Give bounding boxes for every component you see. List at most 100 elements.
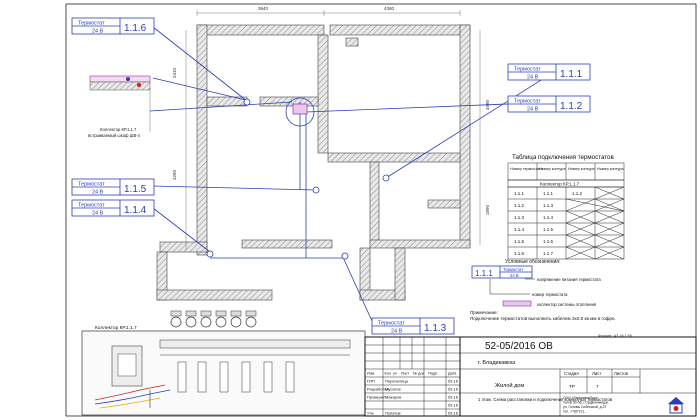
thermostat-label-1-1-6: Термостат 24 В 1.1.6 [71,17,155,35]
note-title: Примечание: [470,310,498,315]
svg-text:Термостат: Термостат [503,267,523,272]
svg-text:1.1.4: 1.1.4 [514,227,525,232]
thermostat-marker [206,250,214,258]
svg-text:Попатов: Попатов [385,411,401,416]
svg-text:Листов: Листов [614,371,629,376]
drawing-code: 52-05/2016 ОВ [485,341,553,352]
dim-top-left: 3840 [258,6,269,11]
svg-text:Лист: Лист [592,371,601,376]
thermostat-title: Термостат [514,99,541,105]
dim-top-right: 4380 [384,6,395,11]
city: г. Владикавказ [478,360,516,366]
thermostat-voltage: 24 В [527,107,539,113]
wiring-diagram: Коллектор КР.1.1.7 [81,310,366,416]
svg-text:24 В: 24 В [510,273,519,278]
thermostat-id: 1.1.3 [424,323,447,334]
thermostat-markers [206,98,390,260]
table-title: Таблица подключения термостатов [512,154,614,161]
collector-detail [89,75,151,132]
thermostat-title: Термостат [78,182,105,188]
svg-text:Утв.: Утв. [367,411,375,416]
floor-plan [156,24,471,301]
thermostat-title: Термостат [78,21,105,27]
thermostat-voltage: 24 В [527,75,539,81]
svg-text:05.16: 05.16 [448,403,459,408]
svg-text:1.1.5: 1.1.5 [514,239,525,244]
object-name: Жилой дом [495,382,524,389]
thermostat-marker [312,186,320,194]
dimension-lines [185,10,481,250]
svg-text:Перепелица: Перепелица [385,379,409,384]
thermostat-marker [341,252,349,260]
svg-text:Номер термостата: Номер термостата [510,167,544,171]
title-block: 52-05/2016 ОВ г. Владикавказ Жилой дом 1… [364,336,697,417]
collector-note-line1: Коллектор КР.1.1.7 [100,127,137,132]
thermostat-id: 1.1.1 [560,69,583,80]
wiring [149,26,558,322]
legend: Условные обозначения: 1.1.1 Термостат 24… [471,259,601,307]
format-label: Формат: А3, М 1:50 [598,334,632,338]
thermostat-title: Термостат [78,203,105,209]
wiring-label: Коллектор КР.1.1.7 [95,325,137,331]
svg-text:ООО «ТермоинжПро»: ООО «ТермоинжПро» [563,396,598,400]
svg-text:1.1.5: 1.1.5 [543,227,554,232]
svg-text:Номер контура: Номер контура [539,167,566,171]
svg-text:1.1.1: 1.1.1 [543,191,554,196]
thermostat-id: 1.1.2 [560,101,583,112]
valve-head-icon [215,316,227,328]
legend-item-number: номер термостата [532,292,568,297]
thermostat-id: 1.1.4 [124,205,147,216]
legend-sample-id: 1.1.1 [475,269,493,278]
valve-head-icon [200,316,212,328]
valve-head-icon [185,316,197,328]
thermostat-marker [243,98,251,106]
svg-text:Кол. уч: Кол. уч [385,372,397,376]
svg-text:Стадия: Стадия [564,371,579,376]
svg-text:1.1.2: 1.1.2 [514,203,525,208]
svg-text:ул. Головы Собесской, д.37: ул. Головы Собесской, д.37 [563,405,606,409]
svg-text:7: 7 [596,384,599,389]
valve-head-icon [170,316,182,328]
svg-text:ТР: ТР [569,384,575,389]
connection-table: Таблица подключения термостатов Номер те… [507,154,624,260]
svg-text:тел/ф 50-56, г.Орджоникидзе: тел/ф 50-56, г.Орджоникидзе [563,401,608,405]
svg-text:Лист: Лист [401,372,410,376]
legend-item-voltage: напряжение питания термостата [537,277,601,282]
svg-text:Макаров: Макаров [385,395,401,400]
svg-text:ГИП: ГИП [367,379,375,384]
dim-right-bottom: 1890 [485,204,490,215]
valve-head-icon [245,316,257,328]
svg-text:Дата: Дата [448,372,457,376]
collector-legend-symbol [502,300,532,307]
thermostat-id: 1.1.5 [124,184,147,195]
svg-text:1.1.6: 1.1.6 [514,251,525,256]
svg-text:1.1.3: 1.1.3 [543,203,554,208]
dim-left-top: 2410 [172,67,177,78]
company-logo-icon [668,397,684,414]
legend-item-collector: коллектор системы отопления [537,302,596,307]
collector-symbol [292,103,308,115]
sheet-title: 1 этаж. Схема расстановки и подключения … [478,397,613,402]
valve-head-icon [230,316,242,328]
thermostat-title: Термостат [378,321,405,327]
svg-text:05.16: 05.16 [448,387,459,392]
svg-text:Изм.: Изм. [367,372,375,376]
thermostat-id: 1.1.6 [124,23,147,34]
svg-text:Проверил: Проверил [367,395,386,400]
note-text: Подключение термостатов выполнить кабеле… [470,316,616,321]
legend-title: Условные обозначения: [505,259,560,265]
svg-text:05.16: 05.16 [448,411,459,416]
svg-text:1.1.3: 1.1.3 [514,215,525,220]
svg-text:Мусатов: Мусатов [385,387,401,392]
svg-text:05.16: 05.16 [448,379,459,384]
svg-text:тел. +7(8722)...: тел. +7(8722)... [563,410,587,414]
thermostat-voltage: 24 В [391,329,403,335]
svg-text:1.1.2: 1.1.2 [572,191,583,196]
svg-text:Номер контура: Номер контура [597,167,624,171]
svg-text:1.1.6: 1.1.6 [543,239,554,244]
svg-text:№ док: № док [413,372,424,376]
thermostat-voltage: 24 В [92,211,104,217]
thermostat-title: Термостат [514,67,541,73]
table-subtitle: Коллектор КР.1.1.7 [540,182,580,187]
